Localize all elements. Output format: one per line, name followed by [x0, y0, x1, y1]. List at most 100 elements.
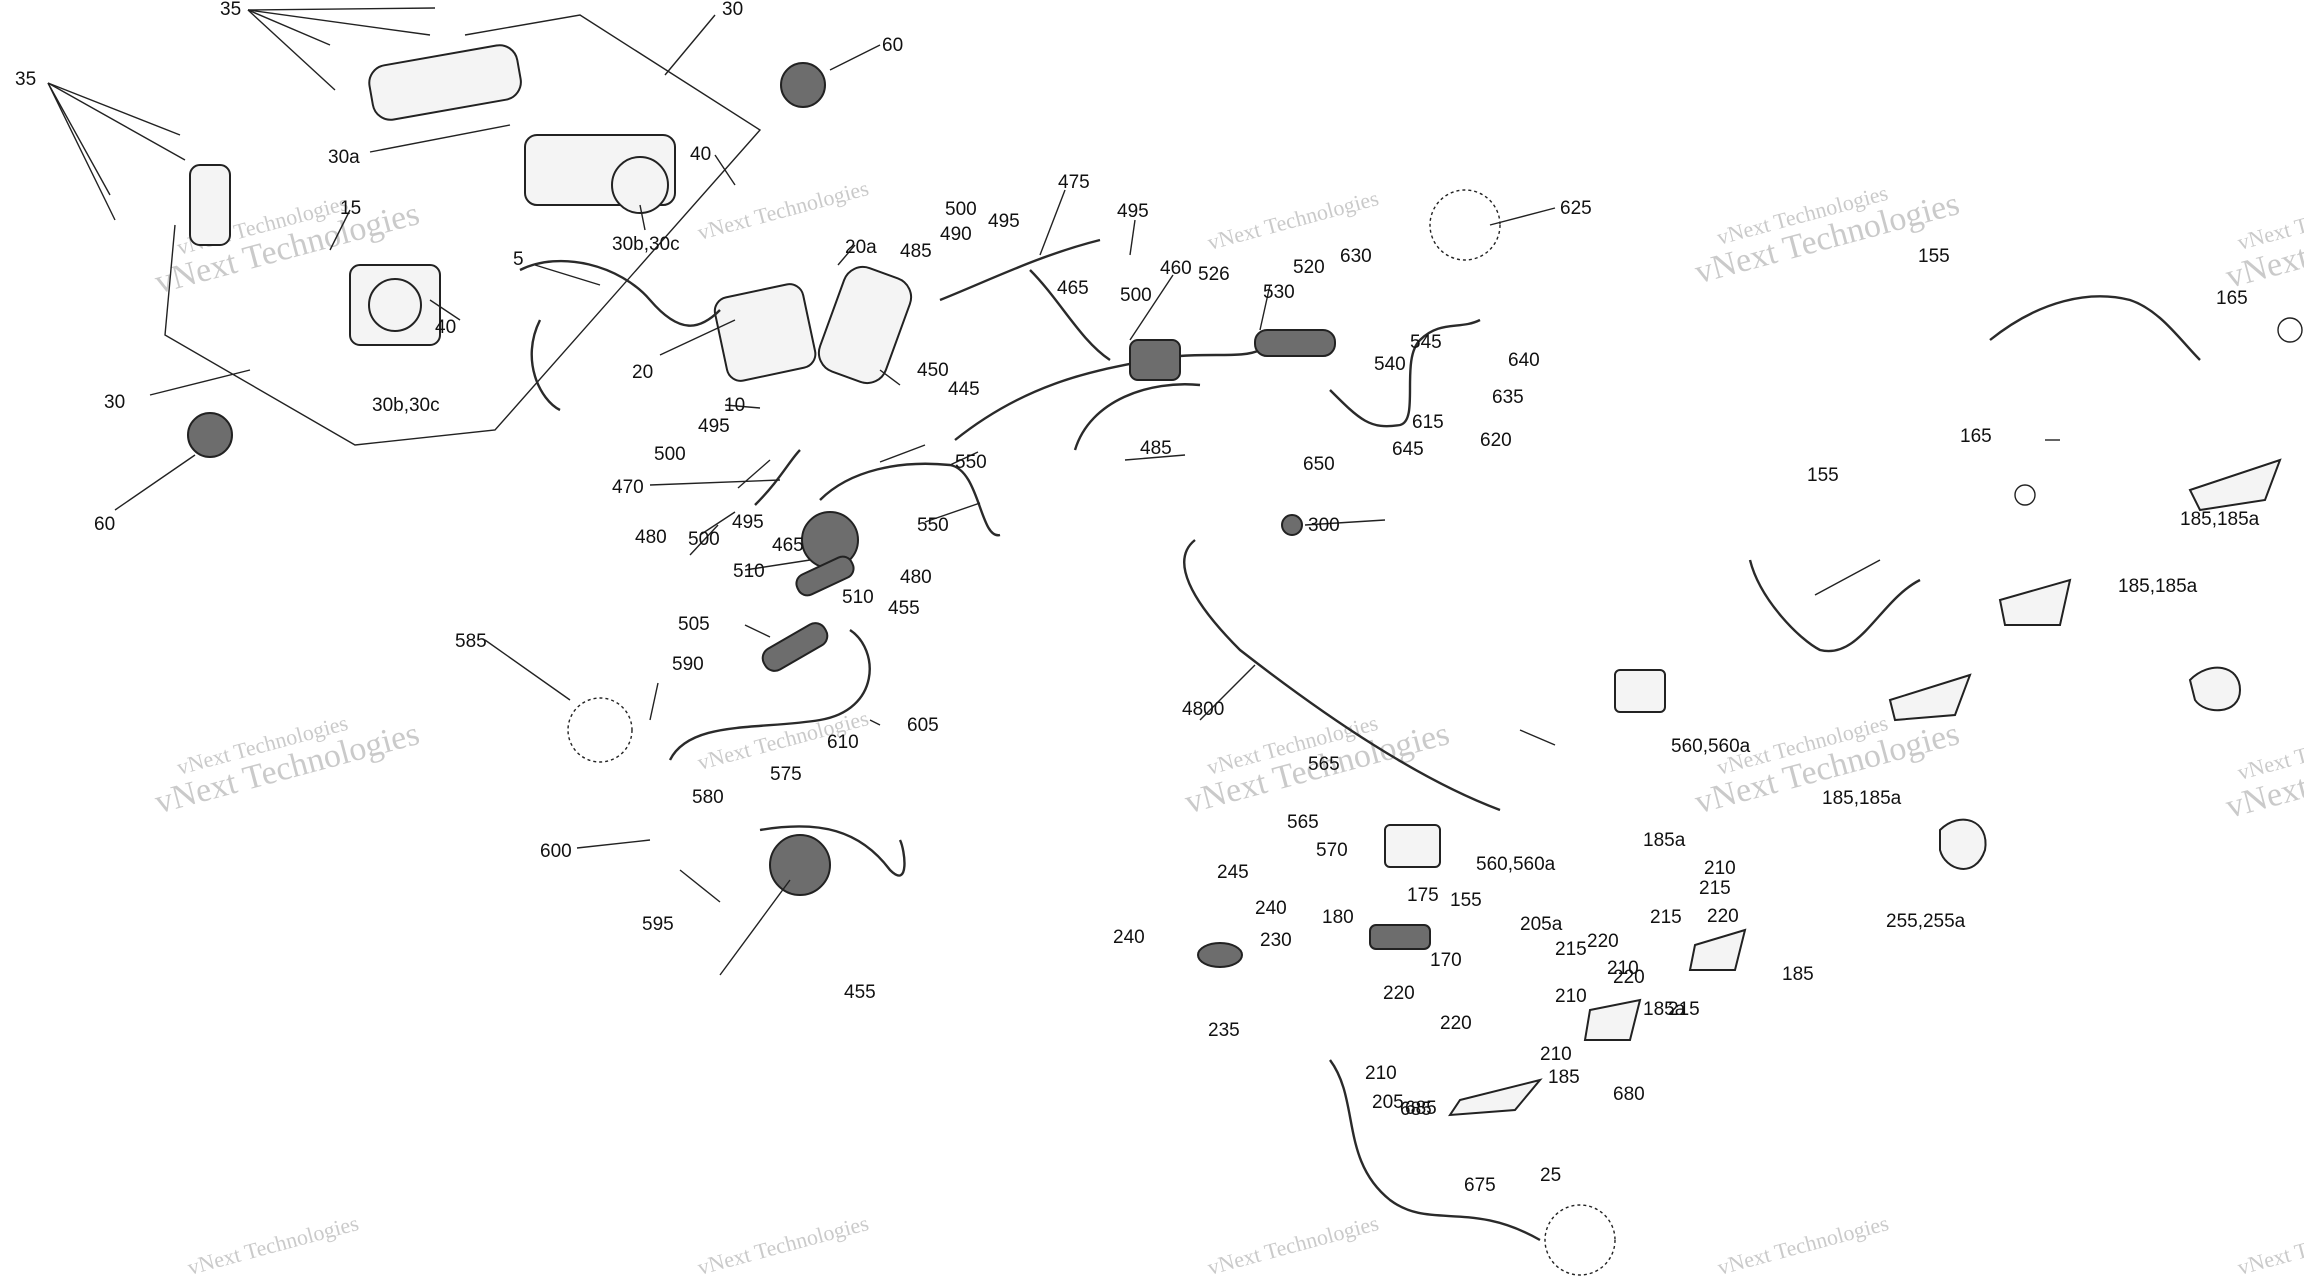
seal-165-right: [2277, 317, 2303, 343]
callout-label: 495: [698, 416, 730, 437]
grip-505: [761, 622, 829, 672]
callout-label: 220: [1613, 967, 1645, 988]
module-560-upper: [1614, 669, 1666, 713]
callout-label: 220: [1587, 931, 1619, 952]
callout-label: 510: [733, 561, 765, 582]
callout-label: 465: [772, 535, 804, 556]
seal-165: [2014, 484, 2036, 506]
turn-signal-255: [1939, 818, 1987, 870]
callout-label: 645: [1392, 439, 1424, 460]
callout-label: 526: [1198, 264, 1230, 285]
callout-label: 470: [612, 477, 644, 498]
callout-label: 500: [688, 529, 720, 550]
callout-label: 30a: [328, 147, 360, 168]
callout-label: 220: [1440, 1013, 1472, 1034]
callout-label: 680: [1613, 1084, 1645, 1105]
callout-label: 605: [907, 715, 939, 736]
callout-label: 465: [1057, 278, 1089, 299]
callout-label: 485: [1140, 438, 1172, 459]
callout-label: 485: [900, 241, 932, 262]
callout-label: 455: [844, 982, 876, 1003]
throttle-cable: [954, 348, 1261, 441]
instrument-cluster: [713, 283, 817, 382]
callout-label: 215: [1668, 999, 1700, 1020]
part-illustrations: [164, 14, 2303, 1276]
callout-label: 545: [1410, 332, 1442, 353]
callout-label: 215: [1699, 878, 1731, 899]
callout-label: 220: [1707, 906, 1739, 927]
callout-label: 610: [827, 732, 859, 753]
callout-label: 480: [635, 527, 667, 548]
callout-label: 490: [940, 224, 972, 245]
callout-label: 550: [955, 452, 987, 473]
callout-label: 230: [1260, 930, 1292, 951]
callout-label: 575: [770, 764, 802, 785]
leader-lines: [47, 7, 2060, 976]
taillight-185-far: [2188, 458, 2282, 512]
callout-label: 30b,30c: [372, 395, 440, 416]
callout-label: 445: [948, 379, 980, 400]
callout-label: 20a: [845, 237, 877, 258]
callout-label: 30b,30c: [612, 234, 680, 255]
tone-ring-685: [1544, 1204, 1616, 1276]
callout-label: 170: [1430, 950, 1462, 971]
taillight-185: [1448, 1078, 1543, 1117]
callout-label: 560,560a: [1476, 854, 1556, 875]
callout-label: 210: [1540, 1044, 1572, 1065]
callout-label: 185: [1548, 1067, 1580, 1088]
cable-465: [1029, 269, 1111, 361]
harness-155: [1748, 559, 1921, 653]
throttle-cable-2: [1073, 383, 1201, 451]
callout-label: 455: [888, 598, 920, 619]
watermark: vNext Technologies: [695, 1210, 871, 1280]
callout-label: 625: [1560, 198, 1592, 219]
callout-label: 620: [1480, 430, 1512, 451]
callout-label: 595: [642, 914, 674, 935]
taillight-185-lower: [1888, 673, 1972, 722]
callout-label: 185,185a: [2118, 576, 2198, 597]
main-harness-branch: [530, 319, 561, 412]
callout-label: 35: [220, 0, 241, 20]
callout-label: 220: [1383, 983, 1415, 1004]
callout-label: 570: [1316, 840, 1348, 861]
callout-label: 495: [988, 211, 1020, 232]
watermark: vNext Technologies: [1715, 1210, 1891, 1280]
callout-label: 185a: [1643, 830, 1686, 851]
grip-510: [795, 555, 855, 597]
harness-4800: [1183, 539, 1501, 812]
mirror-assembly-outline: [164, 14, 762, 446]
buzzer-230: [1197, 942, 1243, 968]
callout-label: 165: [2216, 288, 2248, 309]
callout-label: 255,255a: [1886, 911, 1966, 932]
lever-470: [754, 449, 801, 506]
callout-label: 475: [1058, 172, 1090, 193]
callout-label: 460: [1160, 258, 1192, 279]
horn-right: [780, 62, 826, 108]
mirror-lens-left: [189, 164, 231, 246]
callout-label: 685: [1405, 1098, 1437, 1119]
callout-label: 500: [945, 199, 977, 220]
relay-170: [1369, 924, 1431, 950]
callout-label: 185: [1782, 964, 1814, 985]
callout-label: 180: [1322, 907, 1354, 928]
watermark: vNext Technologies: [2235, 1210, 2304, 1280]
callout-label: 495: [732, 512, 764, 533]
callout-label: 40: [435, 317, 456, 338]
callout-label: 60: [94, 514, 115, 535]
callout-label: 565: [1308, 754, 1340, 775]
callout-label: 165: [1960, 426, 1992, 447]
callout-label: 640: [1508, 350, 1540, 371]
module-560-lower: [1384, 824, 1441, 868]
taillight-185-right: [1688, 928, 1747, 971]
callout-label: 60: [882, 35, 903, 56]
callout-label: 560,560a: [1671, 736, 1751, 757]
harness-680: [1329, 1059, 1541, 1242]
callout-label: 530: [1263, 282, 1295, 303]
headlamp-lens: [611, 156, 669, 214]
callout-label: 540: [1374, 354, 1406, 375]
callout-label: 520: [1293, 257, 1325, 278]
callout-label: 650: [1303, 454, 1335, 475]
callout-label: 235: [1208, 1020, 1240, 1041]
headlamp-lens-left: [368, 278, 422, 332]
